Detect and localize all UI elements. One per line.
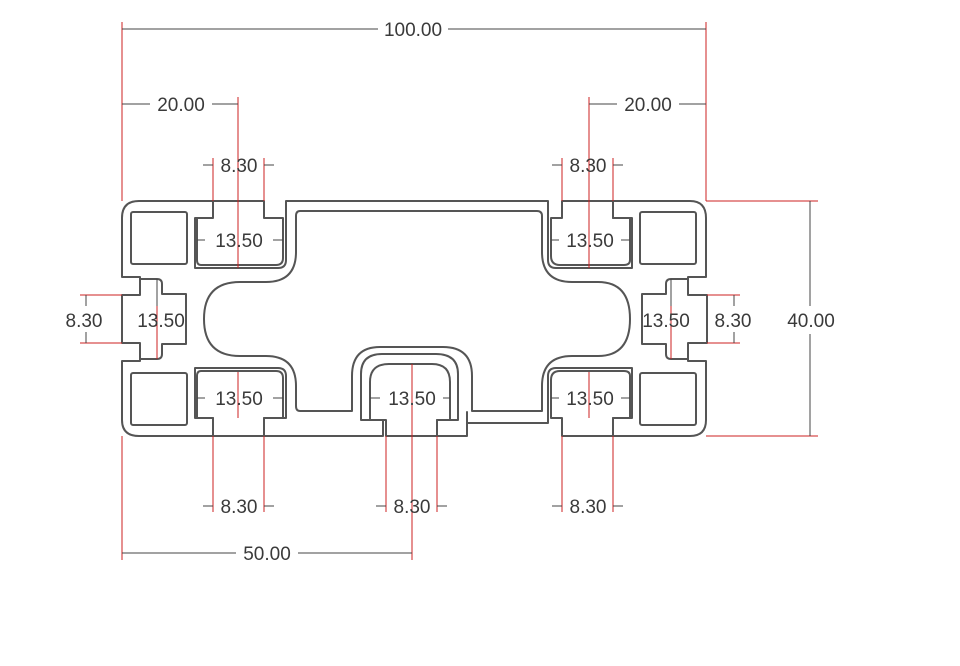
extension-lines [80, 22, 818, 560]
corner-cavity-top-left [130, 211, 188, 265]
dim-slot-width-bottom-right: 13.50 [566, 389, 614, 410]
dim-slot-width-right: 13.50 [642, 311, 690, 332]
dim-slot-opening-bottom-center: 8.30 [394, 497, 431, 518]
outer-contour [121, 200, 708, 437]
dim-slot-width-top-left: 13.50 [215, 231, 263, 252]
slot-top-left [196, 200, 284, 266]
slot-left [139, 278, 187, 360]
dim-slot-opening-left: 8.30 [66, 311, 103, 332]
corner-cavity-top-right [639, 211, 697, 265]
dim-slot-width-top-right: 13.50 [566, 231, 614, 252]
slot-top-right [550, 200, 631, 266]
profile-outline [121, 200, 708, 437]
dim-slot-width-bottom-left: 13.50 [215, 389, 263, 410]
dim-slot-opening-right: 8.30 [715, 311, 752, 332]
dim-center-offset: 50.00 [243, 544, 291, 565]
dim-slot-opening-top-left: 8.30 [221, 156, 258, 177]
dimension-lines [85, 28, 811, 554]
dim-slot-offset-left: 20.00 [157, 95, 205, 116]
corner-cavity-bottom-left [130, 372, 188, 426]
slot-right [641, 278, 689, 360]
corner-cavity-bottom-right [639, 372, 697, 426]
dim-slot-width-bottom-center: 13.50 [388, 389, 436, 410]
dim-slot-width-left: 13.50 [137, 311, 185, 332]
central-cavity [203, 210, 631, 412]
dim-overall-height: 40.00 [787, 311, 835, 332]
dim-overall-width: 100.00 [384, 20, 442, 41]
dim-slot-opening-top-right: 8.30 [570, 156, 607, 177]
dim-slot-offset-right: 20.00 [624, 95, 672, 116]
dimension-labels: 100.00 20.00 20.00 8.30 8.30 13.50 13.50… [66, 20, 835, 565]
dim-slot-opening-bottom-right: 8.30 [570, 497, 607, 518]
dim-slot-opening-bottom-left: 8.30 [221, 497, 258, 518]
